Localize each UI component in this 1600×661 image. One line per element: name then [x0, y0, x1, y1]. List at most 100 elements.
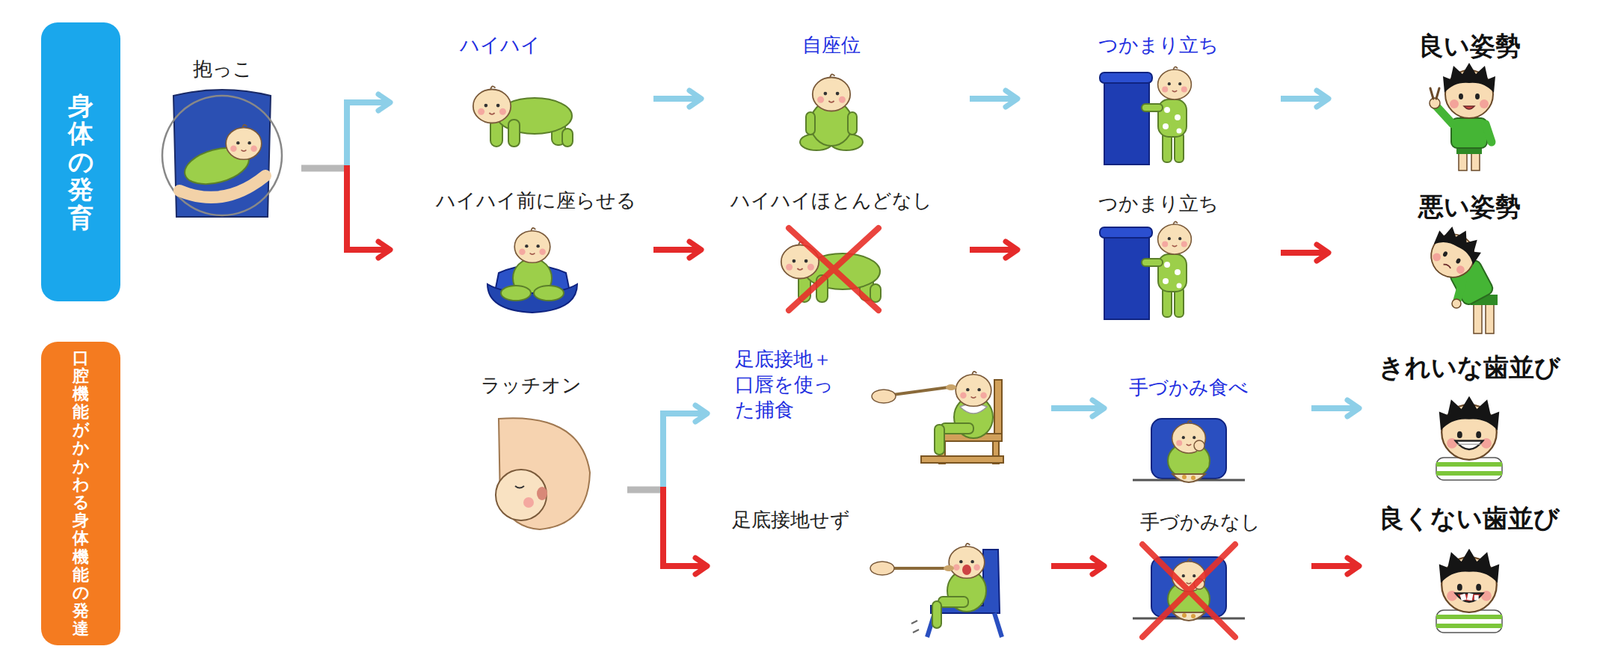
stage-node: ラッチオン [477, 370, 629, 539]
bad-posture-illustration [1485, 300, 1494, 334]
bad-teeth-illustration [1436, 610, 1503, 633]
stage-label: つかまり立ち [1098, 191, 1219, 217]
no-crawling-illustration [788, 228, 879, 311]
bad-posture-illustration [1422, 219, 1488, 286]
bad-posture-illustration [1457, 273, 1465, 301]
no-finger-food-illustration [1142, 544, 1236, 638]
high-chair-illustration [921, 456, 1004, 463]
high-chair-illustration [892, 387, 949, 395]
holding-illustration [162, 95, 282, 216]
stage-label: 手づかみなし [1140, 509, 1261, 536]
baby-seat-illustration [487, 228, 578, 313]
stage-label: 自座位 [802, 32, 861, 59]
result-label: 良くない歯並び [1378, 501, 1560, 535]
stage-label: ラッチオン [480, 373, 582, 399]
good-teeth-illustration [1455, 441, 1484, 451]
latch-on-illustration [495, 469, 547, 521]
bad-teeth-illustration [1460, 593, 1467, 602]
no-crawling-illustration [781, 228, 881, 311]
section-title: 身体の発育 [68, 91, 94, 232]
good-posture-illustration [1451, 118, 1488, 149]
dangling-feet-illustration [870, 561, 895, 575]
dangling-feet-illustration [938, 596, 969, 608]
high-chair-illustration [934, 424, 945, 455]
sitting-illustration [800, 74, 863, 151]
stage-node: つかまり立ち [1020, 185, 1281, 328]
bad-teeth-illustration [1466, 592, 1474, 601]
stage-label: ハイハイほとんどなし [730, 188, 933, 214]
crawling-illustration [473, 85, 573, 147]
sitting-illustration [800, 74, 863, 151]
baby-seat-illustration [514, 228, 551, 263]
stage-label: ハイハイ [459, 32, 541, 59]
flow-arrow [653, 95, 700, 102]
good-posture-illustration [1442, 62, 1496, 119]
stage-node: ハイハイ [393, 29, 654, 172]
stage-node: つかまり立ち [1020, 29, 1281, 172]
flow-arrow [627, 413, 706, 490]
bad-teeth-illustration [1455, 593, 1484, 603]
finger-food-illustration [1132, 418, 1245, 483]
baby-seat-illustration [487, 284, 578, 313]
good-posture-illustration [1429, 97, 1440, 109]
dangling-feet-illustration [943, 565, 955, 572]
stage-label: つかまり立ち [1098, 32, 1219, 59]
latch-on-illustration [495, 417, 590, 530]
bad-posture-illustration [1473, 300, 1482, 334]
good-teeth-illustration [1436, 396, 1503, 480]
good-posture-illustration [1485, 124, 1492, 143]
bad-teeth-illustration [1474, 595, 1479, 601]
bad-teeth-illustration [1436, 614, 1503, 620]
holding-illustration [173, 89, 271, 217]
dangling-feet-illustration [948, 543, 985, 578]
baby-seat-illustration [533, 285, 564, 301]
section-band: 口腔機能がかかわる身体機能の発達 [41, 341, 121, 646]
high-chair-illustration [994, 379, 1002, 442]
latch-on-illustration [536, 486, 548, 501]
flow-arrow [1311, 562, 1358, 569]
flow-arrow [301, 102, 389, 169]
stage-node: ハイハイ前に座らせる [393, 185, 654, 328]
section-title: 口腔機能がかかわる身体機能の発達 [72, 349, 89, 639]
bad-teeth-illustration [1436, 548, 1503, 633]
section-band: 身体の発育 [41, 22, 121, 302]
high-chair-illustration [945, 384, 957, 391]
result-label: 悪い姿勢 [1418, 189, 1521, 223]
crawling-illustration [473, 85, 573, 147]
holding-illustration [162, 89, 282, 217]
bad-teeth-illustration [1436, 623, 1503, 629]
connector-group [301, 98, 1358, 566]
flow-arrow [1280, 249, 1328, 256]
good-posture-illustration [1442, 62, 1496, 119]
finger-food-illustration [1132, 418, 1245, 483]
stage-node: 手づかみ食べ [1107, 372, 1312, 498]
good-teeth-illustration [1436, 462, 1503, 467]
stage-node: 抱っこ [149, 53, 302, 225]
result-label: 良い姿勢 [1418, 29, 1521, 63]
baby-seat-illustration [500, 285, 531, 301]
split-stub [301, 165, 344, 172]
flow-arrow [301, 168, 389, 250]
bad-posture-illustration [1422, 219, 1498, 334]
good-teeth-illustration [1436, 471, 1503, 476]
stage-node: きれいな歯並び [1362, 347, 1586, 485]
high-chair-illustration [871, 371, 1004, 464]
standing-illustration [1099, 66, 1192, 165]
stage-node: 良くない歯並び [1362, 498, 1586, 640]
flow-arrow [1051, 405, 1103, 412]
standing-illustration [1099, 221, 1192, 320]
bad-posture-illustration [1443, 263, 1452, 269]
stage-node: ハイハイほとんどなし [704, 185, 970, 328]
stage-node: 足底接地せず [710, 504, 1052, 640]
stage-node: 足底接地＋口唇を使った捕食 [710, 342, 1052, 478]
standing-illustration [1099, 221, 1192, 320]
stage-label: ハイハイ前に座らせる [435, 188, 637, 214]
dangling-feet-illustration [870, 543, 1002, 638]
high-chair-illustration [955, 371, 992, 406]
stage-label: 抱っこ [192, 56, 253, 83]
result-label: きれいな歯並び [1378, 350, 1561, 384]
good-teeth-illustration [1439, 396, 1500, 460]
latch-on-illustration [523, 497, 534, 508]
